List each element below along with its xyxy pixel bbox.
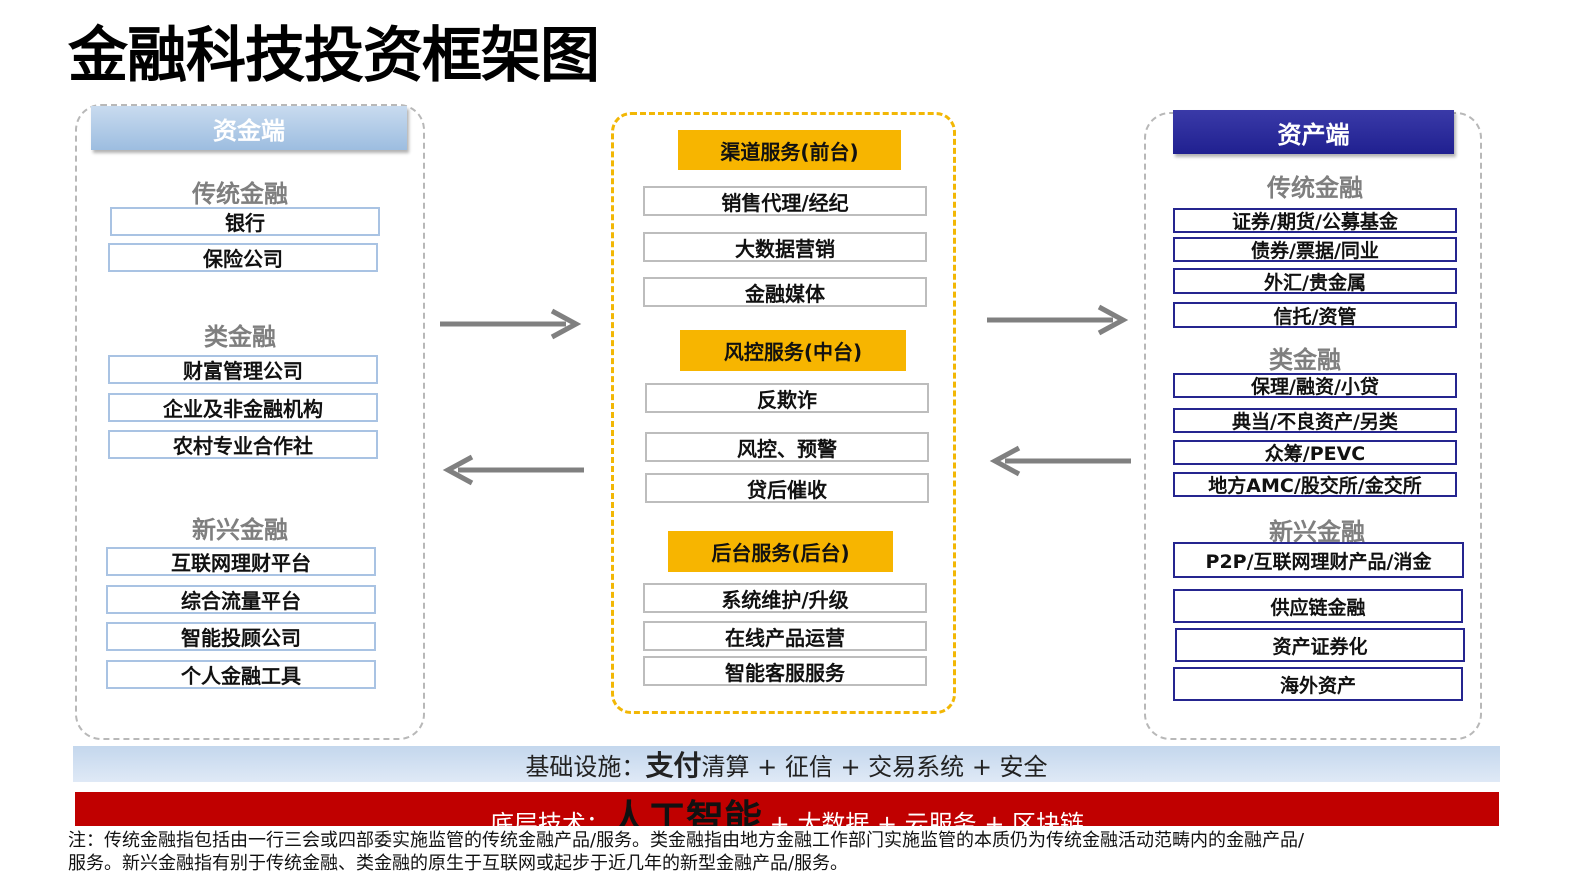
asset-item-trust: 信托/资管 [1173,302,1457,328]
asset-item-securitization: 资产证券化 [1175,628,1465,662]
asset-item-securities: 证券/期货/公募基金 [1173,208,1457,233]
arrow-right-services-to-assets-icon [987,304,1129,336]
asset-item-local-amc: 地方AMC/股交所/金交所 [1173,472,1457,497]
funding-item-enterprise: 企业及非金融机构 [108,393,378,422]
funding-section-quasi: 类金融 [204,323,276,351]
asset-section-emerging: 新兴金融 [1269,518,1365,546]
asset-item-supply-chain: 供应链金融 [1173,589,1463,623]
service-item-risk-warning: 风控、预警 [645,432,929,462]
infrastructure-items: 清算 + 征信 + 交易系统 + 安全 [701,752,1048,781]
service-item-product-operations: 在线产品运营 [643,621,927,651]
asset-section-traditional: 传统金融 [1267,174,1363,202]
technology-bar: 底层技术：人工智能 + 大数据 + 云服务 + 区块链 [75,792,1499,826]
funding-item-internet-wealth: 互联网理财平台 [106,547,376,576]
funding-side-header: 资金端 [91,106,407,150]
service-item-sales-agency: 销售代理/经纪 [643,186,927,216]
service-item-financial-media: 金融媒体 [643,277,927,307]
asset-item-forex: 外汇/贵金属 [1173,268,1457,294]
technology-label: 底层技术： [489,810,610,826]
asset-item-bonds: 债券/票据/同业 [1173,237,1457,262]
infrastructure-bar: 基础设施：支付清算 + 征信 + 交易系统 + 安全 [73,746,1500,782]
services-panel [611,112,956,714]
funding-item-wealth-mgmt: 财富管理公司 [108,355,378,384]
asset-item-p2p: P2P/互联网理财产品/消金 [1173,542,1464,578]
arrow-left-assets-to-services-icon [989,445,1131,477]
asset-item-pawn: 典当/不良资产/另类 [1173,408,1457,433]
funding-item-insurance: 保险公司 [108,243,378,272]
asset-item-factoring: 保理/融资/小贷 [1173,373,1457,398]
service-item-collection: 贷后催收 [645,473,929,503]
funding-item-rural-coop: 农村专业合作社 [108,430,378,459]
service-item-anti-fraud: 反欺诈 [645,383,929,413]
service-item-system-maintenance: 系统维护/升级 [643,583,927,613]
arrow-right-funding-to-services-icon [440,308,582,340]
infrastructure-label: 基础设施： [525,752,646,781]
footnote: 注：传统金融指包括由一行三会或四部委实施监管的传统金融产品/服务。类金融指由地方… [68,829,1508,875]
funding-item-bank: 银行 [110,207,380,236]
funding-item-traffic-platform: 综合流量平台 [106,585,376,614]
funding-section-emerging: 新兴金融 [192,516,288,544]
technology-highlight: 人工智能 [609,797,762,826]
technology-items: + 大数据 + 云服务 + 区块链 [761,810,1085,826]
service-group-front: 渠道服务(前台) [678,130,901,170]
service-group-middle: 风控服务(中台) [680,330,906,371]
funding-side-panel [75,104,425,740]
asset-item-overseas: 海外资产 [1173,667,1463,701]
funding-section-traditional: 传统金融 [192,180,288,208]
asset-side-header: 资产端 [1173,110,1454,154]
asset-section-quasi: 类金融 [1269,346,1341,374]
footnote-line-1: 注：传统金融指包括由一行三会或四部委实施监管的传统金融产品/服务。类金融指由地方… [68,830,1305,851]
asset-item-crowdfunding: 众筹/PEVC [1173,440,1457,465]
infrastructure-highlight: 支付 [645,749,702,782]
service-group-back: 后台服务(后台) [668,531,893,572]
service-item-smart-customer-service: 智能客服服务 [643,656,927,686]
funding-item-robo-advisor: 智能投顾公司 [106,622,376,651]
footnote-line-2: 服务。新兴金融指有别于传统金融、类金融的原生于互联网或起步于近几年的新型金融产品… [68,853,849,874]
funding-item-personal-tools: 个人金融工具 [106,660,376,689]
page-title: 金融科技投资框架图 [68,21,600,91]
arrow-left-services-to-funding-icon [442,454,584,486]
service-item-big-data-marketing: 大数据营销 [643,232,927,262]
